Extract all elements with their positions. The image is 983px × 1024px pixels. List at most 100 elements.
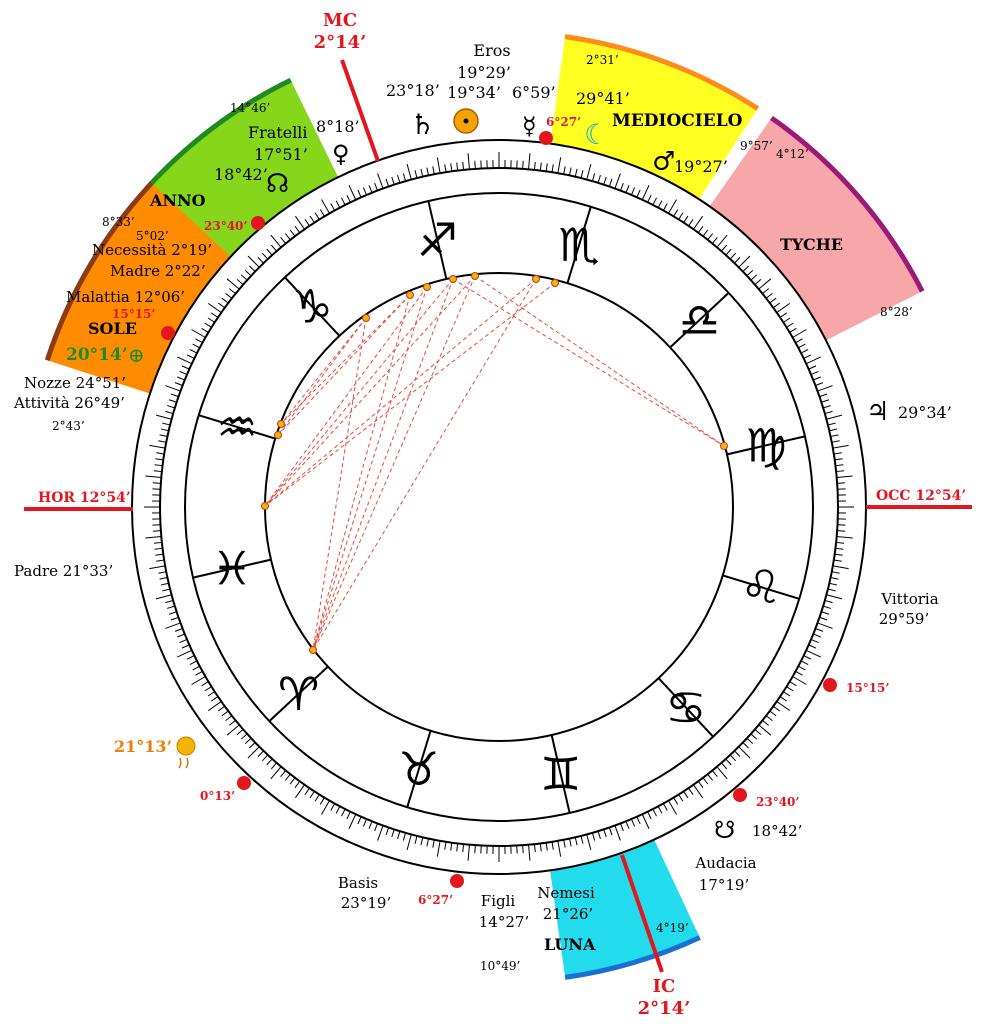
- zodiac-capricorn-icon: ♑: [292, 280, 333, 334]
- degree-tick: [783, 691, 791, 697]
- degree-tick: [641, 185, 650, 200]
- sign-divider: [722, 574, 800, 600]
- luna-start: 10°49’: [480, 959, 520, 973]
- degree-tick: [341, 197, 346, 206]
- degree-tick: [758, 724, 772, 736]
- degree-tick: [335, 200, 341, 208]
- degree-tick: [158, 571, 167, 574]
- degree-tick: [837, 530, 846, 532]
- degree-tick: [159, 434, 168, 438]
- sign-divider: [284, 276, 341, 337]
- degree-tick: [165, 410, 174, 415]
- basis-value: 23°19’: [341, 894, 391, 912]
- degree-tick: [420, 837, 424, 846]
- degree-tick: [294, 225, 301, 234]
- degree-tick: [688, 219, 694, 227]
- degree-tick: [221, 710, 229, 717]
- degree-tick: [362, 187, 368, 196]
- mc-label: MC: [323, 10, 357, 31]
- degree-tick: [586, 163, 592, 180]
- aspect-point: [449, 275, 457, 283]
- degree-tick: [377, 173, 384, 189]
- degree-tick: [769, 710, 777, 717]
- degree-tick: [377, 825, 384, 841]
- jupiter-icon: ♃: [866, 397, 889, 427]
- ic-label: IC: [653, 976, 676, 997]
- degree-tick: [304, 219, 310, 227]
- luna-end: 4°19’: [656, 921, 689, 935]
- degree-tick: [319, 209, 325, 217]
- degree-tick: [167, 605, 175, 609]
- marker-label-0-13: 0°13’: [200, 789, 235, 803]
- degree-tick: [539, 843, 542, 852]
- tyche-start: 9°57’: [740, 139, 773, 153]
- degree-tick: [168, 611, 177, 615]
- degree-tick: [821, 611, 830, 615]
- sign-divider: [550, 734, 571, 814]
- sole-end: 2°43’: [52, 419, 85, 433]
- degree-tick: [647, 811, 652, 820]
- malattia-label: Malattia 12°06’: [66, 288, 185, 306]
- degree-tick: [154, 547, 163, 550]
- zodiac-ring-inner: [264, 272, 734, 742]
- degree-tick: [545, 163, 548, 172]
- aspect-point: [261, 502, 269, 510]
- tyche-label: TYCHE: [780, 235, 843, 254]
- zodiac-taurus-icon: ♉: [398, 742, 439, 796]
- anno-sector-edge: [144, 77, 292, 191]
- degree-tick: [813, 376, 821, 381]
- degree-tick: [204, 686, 212, 692]
- degree-tick: [683, 791, 689, 799]
- moon-value: 29°41’: [576, 89, 630, 108]
- degree-tick: [450, 163, 453, 172]
- degree-tick: [702, 777, 709, 785]
- degree-tick: [257, 257, 264, 264]
- degree-tick: [625, 185, 630, 193]
- sun-south-icon: [176, 736, 196, 756]
- degree-tick: [662, 803, 668, 811]
- ic-axis-line: [620, 854, 664, 973]
- degree-tick: [229, 719, 236, 726]
- degree-tick: [568, 167, 572, 176]
- degree-tick: [179, 370, 188, 376]
- aspect-line: [264, 278, 454, 507]
- degree-tick: [207, 691, 215, 697]
- degree-tick: [754, 278, 762, 285]
- degree-tick: [795, 338, 803, 344]
- degree-tick: [817, 622, 833, 629]
- degree-tick: [789, 681, 797, 687]
- mediocielo-start: 2°31’: [586, 53, 619, 67]
- degree-tick: [776, 701, 791, 712]
- degree-tick: [181, 365, 190, 370]
- degree-tick: [374, 182, 378, 191]
- degree-tick: [815, 628, 824, 632]
- degree-tick: [177, 376, 185, 381]
- degree-tick: [630, 818, 636, 827]
- aspect-line: [280, 294, 411, 425]
- degree-tick: [152, 530, 161, 532]
- degree-tick: [456, 843, 459, 852]
- degree-tick: [716, 766, 728, 780]
- degree-tick: [568, 838, 572, 847]
- degree-tick: [341, 808, 346, 817]
- sign-divider: [268, 665, 329, 722]
- degree-tick: [742, 265, 749, 272]
- jupiter-value: 29°34’: [898, 403, 952, 422]
- marker-dot: [237, 776, 251, 790]
- sign-divider: [406, 730, 432, 808]
- degree-tick: [432, 166, 435, 175]
- degree-tick: [462, 844, 465, 853]
- degree-tick: [803, 354, 812, 359]
- degree-tick: [707, 773, 714, 781]
- degree-tick: [819, 393, 828, 398]
- aspect-line: [312, 275, 476, 651]
- degree-tick: [808, 644, 817, 649]
- degree-tick: [657, 806, 663, 814]
- degree-tick: [636, 189, 641, 198]
- degree-tick: [779, 312, 787, 318]
- degree-tick: [836, 536, 853, 539]
- degree-tick: [406, 163, 412, 180]
- degree-tick: [683, 215, 689, 223]
- degree-tick: [467, 844, 470, 861]
- degree-tick: [402, 173, 407, 182]
